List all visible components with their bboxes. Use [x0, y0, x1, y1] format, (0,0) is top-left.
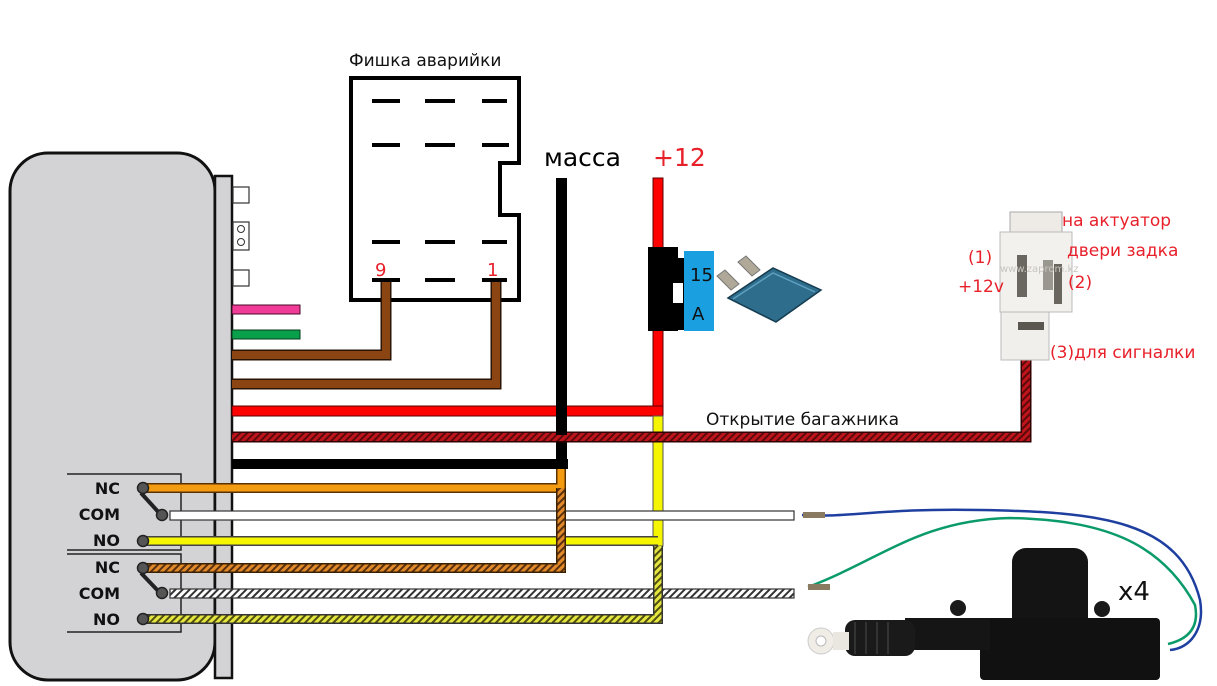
hazard-connector-title: Фишка аварийки: [349, 51, 501, 71]
fuse-holder: [648, 247, 714, 331]
wire-trunk-open: [232, 352, 1030, 441]
module-port-1: [232, 186, 250, 204]
wire-white-com1: [169, 510, 795, 521]
alarm-module: [8, 151, 250, 682]
wire-orange-hatched-nc2: [146, 488, 565, 572]
wire-yellow-hatched-no2: [146, 546, 662, 623]
actuator-pin2-label: (2): [1068, 273, 1092, 293]
port-pin-icon: [237, 225, 245, 233]
actuator-pin3-label: (3)для сигналки: [1050, 343, 1195, 363]
actuator-plug: [999, 211, 1073, 361]
wire-pink: [231, 304, 301, 315]
pin-1-label: 1: [487, 260, 498, 281]
wire-ground-vertical: [556, 178, 567, 468]
actuator-count: x4: [1118, 577, 1150, 607]
fuse-icon: [716, 255, 823, 323]
module-connector-strip: [213, 174, 234, 680]
relay2-no-label: NO: [93, 610, 120, 629]
fuse-rating-line2: A: [692, 304, 705, 325]
pin-9-label: 9: [375, 260, 386, 281]
wire-green: [231, 329, 301, 340]
door-actuator-icon: [801, 508, 1203, 680]
actuator-pin1-desc: +12v: [958, 277, 1004, 297]
port-pin-icon: [237, 238, 245, 246]
wire-ground-horizontal: [232, 459, 568, 469]
relay2-com-label: COM: [79, 584, 120, 603]
relay1-no-label: NO: [93, 531, 120, 550]
relay2-nc-label: NC: [95, 558, 120, 577]
relay1-nc-label: NC: [95, 479, 120, 498]
relay-terminals: [136, 481, 169, 626]
actuator-pin1-label: (1): [968, 248, 992, 268]
trunk-open-label: Открытие багажника: [706, 410, 899, 430]
hazard-connector: [349, 76, 521, 302]
fuse-label-box: [684, 251, 714, 331]
wire-white-hatched-com2: [169, 588, 795, 599]
actuator-title-line2: двери задка: [1067, 241, 1178, 261]
actuator-title-line1: на актуатор: [1062, 211, 1171, 231]
wire-brown-pin1: [232, 282, 500, 388]
wire-brown-pin9: [232, 282, 390, 359]
module-port-3: [232, 269, 250, 287]
plus12-label: +12: [653, 143, 706, 172]
wire-red-power: [231, 405, 664, 417]
relay1-com-label: COM: [79, 505, 120, 524]
watermark: www.zaprom.kz: [1000, 264, 1079, 275]
ground-label: масса: [544, 143, 621, 172]
fuse-rating-line1: 15: [690, 265, 713, 286]
